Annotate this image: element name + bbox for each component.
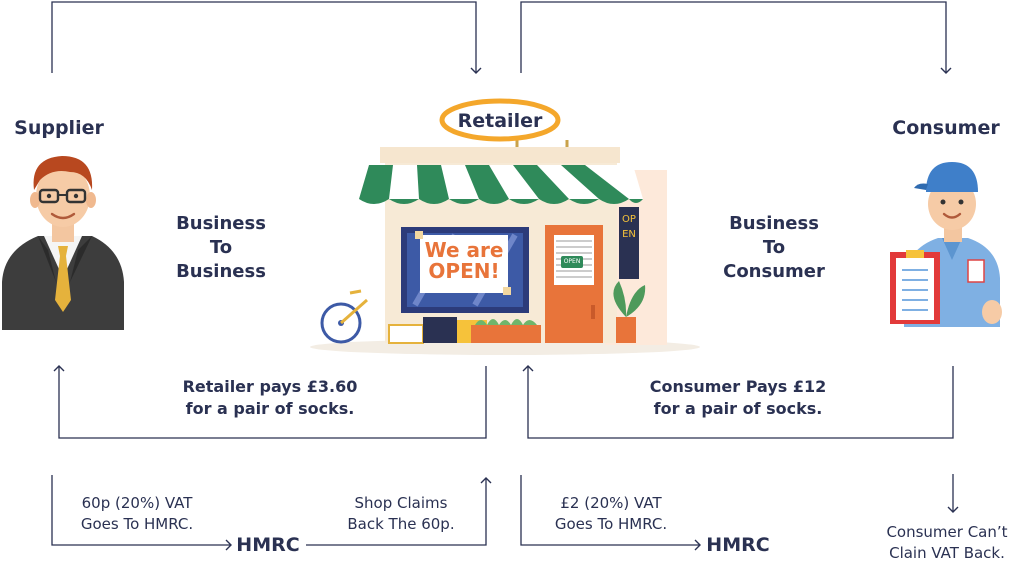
retailer-sign-oval (439, 98, 561, 142)
retailer-pays-label: Retailer pays £3.60 for a pair of socks. (182, 377, 358, 418)
business-to-business-label: Business To Business (176, 213, 266, 282)
retailer-vat-to-hmrc-arrow (520, 475, 701, 551)
hmrc-label-left: HMRC (236, 534, 300, 556)
shop-side-sign: OPEN (622, 214, 636, 240)
shop-claims-note: Shop Claims Back The 60p. (347, 494, 455, 533)
hmrc-refund-to-shop-arrow (306, 477, 492, 546)
supplier-vat-note: 60p (20%) VAT Goes To HMRC. (80, 494, 194, 533)
consumer-label: Consumer (892, 117, 1000, 139)
business-to-consumer-label: Business To Consumer (723, 213, 825, 282)
shop-door-sign: OPEN (563, 258, 581, 265)
consumer-illustration (890, 162, 1002, 327)
supplier-to-retailer-arrow (51, 1, 482, 74)
supplier-illustration (2, 156, 124, 330)
supplier-vat-to-hmrc-arrow (51, 475, 232, 551)
consumer-pays-retailer-arrow (522, 365, 954, 439)
consumer-cant-claim-note: Consumer Can’t Clain VAT Back. (886, 523, 1008, 562)
retailer-shop-illustration (310, 140, 700, 355)
supplier-label: Supplier (14, 117, 104, 139)
shop-window-sign: We are OPEN! (424, 238, 504, 283)
retailer-pays-supplier-arrow (53, 365, 487, 439)
hmrc-label-right: HMRC (706, 534, 770, 556)
retailer-label: Retailer (457, 110, 543, 132)
consumer-pays-label: Consumer Pays £12 for a pair of socks. (649, 377, 827, 418)
retailer-vat-note: £2 (20%) VAT Goes To HMRC. (554, 494, 668, 533)
retailer-to-consumer-arrow (520, 1, 952, 74)
